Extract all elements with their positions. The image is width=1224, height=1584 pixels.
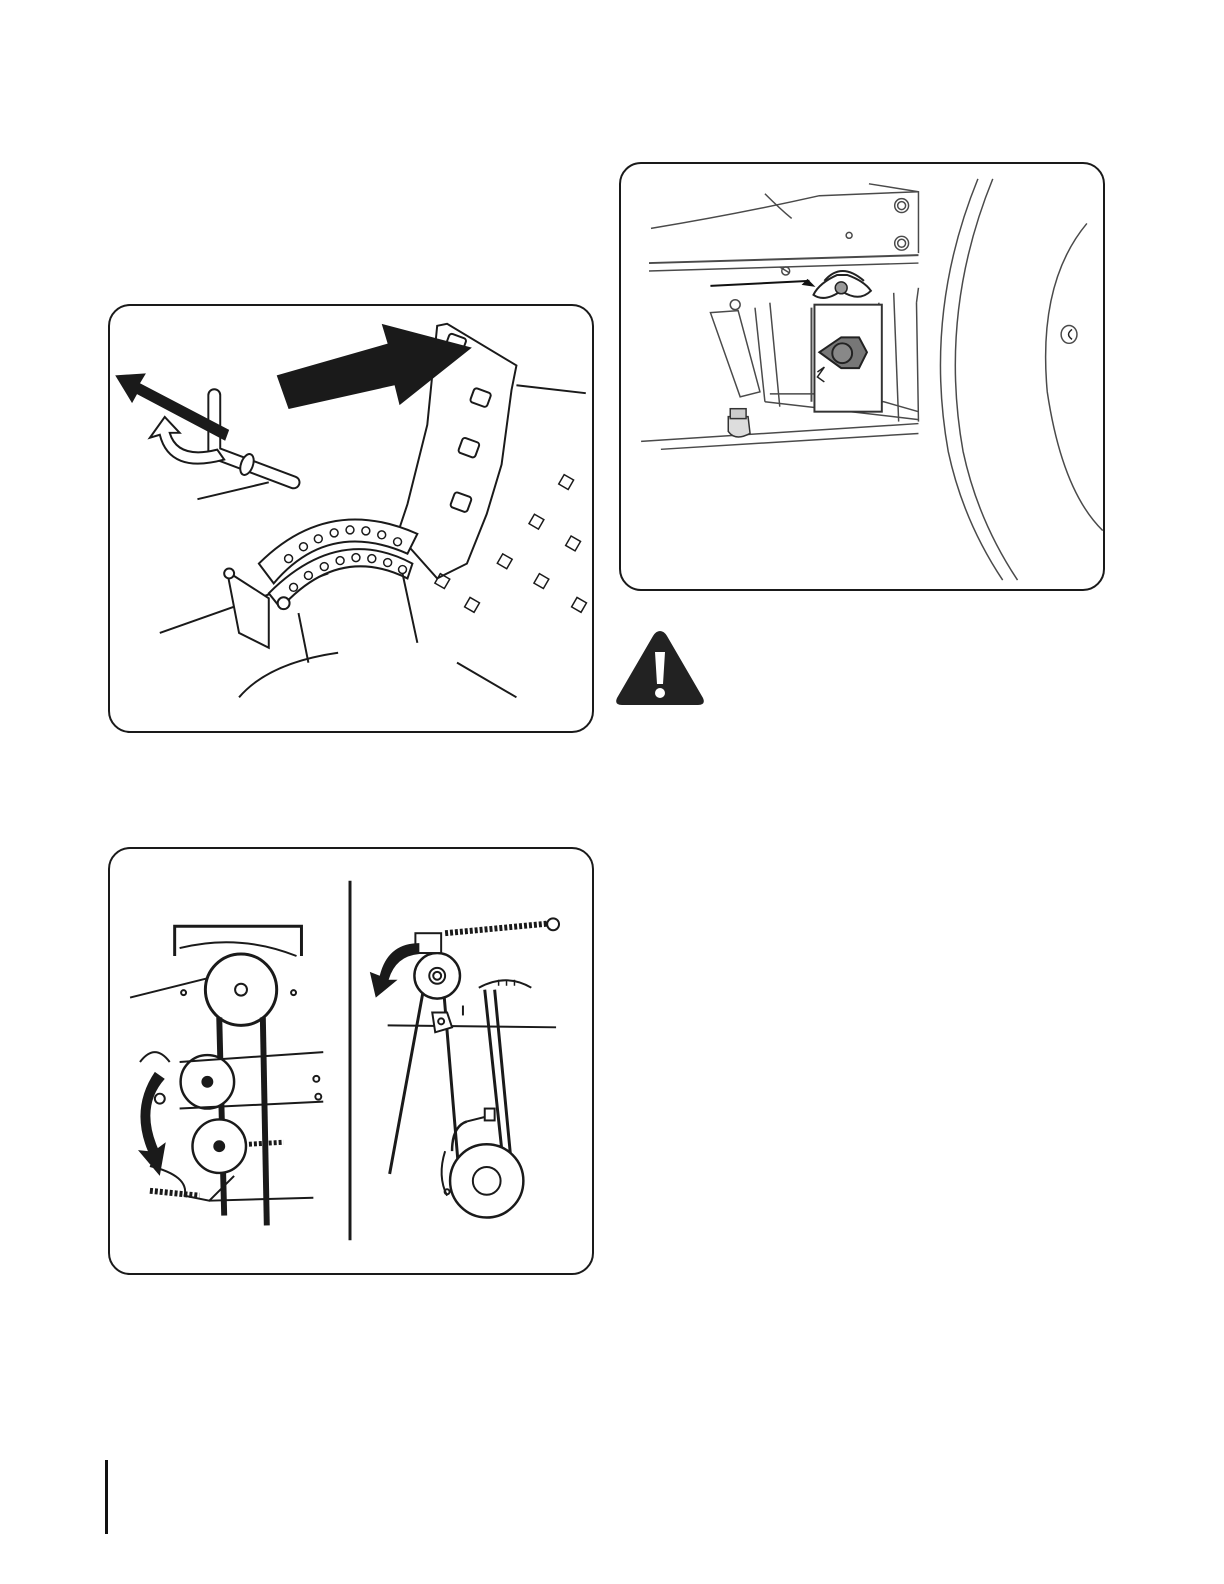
belt-routing-drawing — [110, 849, 592, 1273]
pedal-adjustment-figure — [108, 304, 594, 733]
hairpin-clip-icon — [802, 271, 871, 298]
page-margin-rule — [105, 1460, 108, 1534]
pedal-adjustment-drawing — [110, 306, 592, 731]
pin-icon — [214, 395, 293, 482]
warning-triangle-icon — [614, 628, 706, 708]
idler-arrow-icon — [138, 1072, 166, 1176]
idler-arrow-icon — [370, 943, 420, 997]
belt-routing-figure — [108, 847, 594, 1275]
hairpin-clip-figure — [619, 162, 1105, 591]
hairpin-clip-drawing — [621, 164, 1103, 589]
